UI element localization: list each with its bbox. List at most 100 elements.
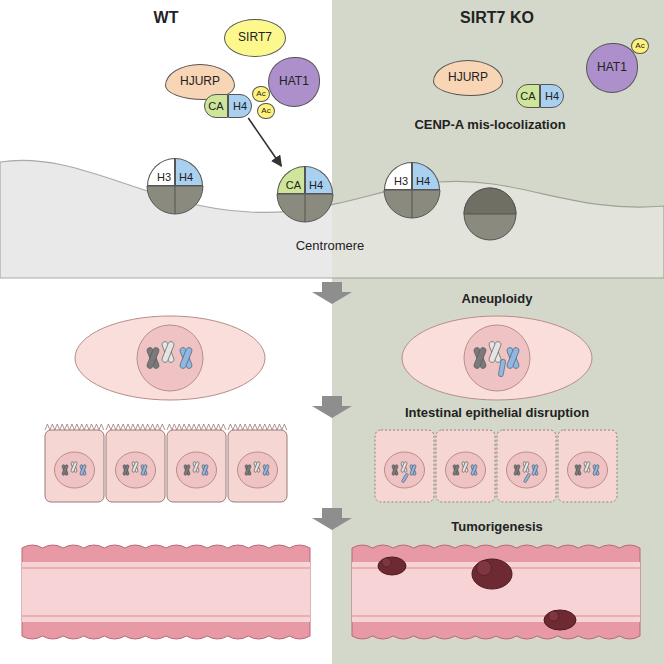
chromosome-arm	[401, 461, 408, 472]
chromatin-band	[0, 160, 332, 278]
nucleosome-core	[464, 188, 516, 240]
intestine-lumen	[22, 562, 310, 622]
flow-arrows	[312, 282, 352, 530]
chromosome-arm	[462, 461, 469, 472]
h4-histone: H4	[540, 84, 564, 108]
nucleus	[238, 452, 278, 488]
nucleosome-core	[277, 194, 333, 222]
chromosome-arm	[584, 461, 591, 472]
epithelial-cell	[436, 430, 495, 502]
chromosome-arm	[263, 464, 270, 475]
chromosome-arm	[161, 341, 175, 364]
phenotype-label: Tumorigenesis	[451, 519, 543, 535]
phenotype-label: Intestinal epithelial disruption	[405, 405, 589, 421]
nucleosome-core	[464, 188, 516, 214]
chromosome-arm	[245, 464, 252, 475]
nucleosome-core	[384, 190, 440, 218]
microvilli	[45, 424, 104, 430]
microvilli	[167, 424, 226, 430]
chromosome-arm	[202, 464, 209, 475]
nucleus	[568, 452, 608, 488]
chromosome-arm	[80, 464, 87, 475]
epithelial-cell	[228, 430, 287, 502]
intestine-wall	[22, 545, 310, 639]
chromosome-arm	[401, 473, 408, 483]
sirt7-protein: SIRT7	[224, 19, 286, 57]
chromosome-arm	[146, 347, 160, 370]
phenotype-label: Aneuploidy	[462, 291, 533, 307]
chromosome-arm	[593, 464, 600, 475]
epithelium	[375, 430, 617, 502]
node-label: H4	[233, 100, 247, 112]
tumor-lobe	[549, 611, 559, 621]
chromosome-arm	[184, 464, 191, 475]
phenotype-label: CENP-A mis-locolization	[414, 117, 565, 133]
nucleus	[177, 452, 217, 488]
nucleus	[116, 452, 156, 488]
mucosa-line	[22, 567, 310, 568]
chromosome-arm	[473, 347, 487, 370]
node-label: CA	[286, 179, 301, 191]
h4-histone: H4	[228, 94, 252, 118]
hjurp-protein: HJURP	[433, 60, 503, 96]
chromosome-arm	[523, 461, 530, 472]
cell	[75, 316, 265, 400]
chromosome-arm	[132, 461, 139, 472]
chromosome-arm	[523, 461, 530, 472]
chromosome-arm	[123, 464, 130, 475]
acetyl-mark: Ac	[257, 103, 274, 119]
down-arrow	[312, 508, 352, 530]
cell-body	[402, 316, 592, 400]
intestine	[22, 545, 310, 639]
mucosa-line	[22, 615, 310, 616]
tumor	[544, 610, 576, 630]
epithelial-cell	[375, 430, 434, 502]
chromosome-arm	[462, 461, 469, 472]
epithelial-cell	[167, 430, 226, 502]
chromosome-arm	[62, 464, 69, 475]
cenpa-histone: CA	[204, 94, 228, 118]
h4-histone: H4	[412, 162, 440, 190]
chromosome-arm	[575, 464, 582, 475]
chromosome-arm	[514, 464, 521, 475]
microvilli	[228, 424, 287, 430]
chromosome-arm	[254, 461, 261, 472]
down-arrow	[312, 282, 352, 304]
ko-panel-background	[332, 0, 664, 664]
node-label: HAT1	[597, 61, 627, 74]
nucleus	[55, 452, 95, 488]
microvilli	[106, 424, 165, 430]
chromosome-arm	[132, 461, 139, 472]
chromosome-arm	[392, 464, 399, 475]
nucleus	[446, 452, 486, 488]
node-label: SIRT7	[238, 31, 272, 44]
nucleosome-divider	[305, 194, 306, 222]
node-label: CA	[520, 90, 535, 102]
node-label: H4	[309, 179, 323, 191]
down-arrow	[312, 396, 352, 418]
chromosome-arm	[506, 347, 520, 370]
nucleus	[137, 325, 203, 391]
chromosome-arm	[184, 464, 191, 475]
node-label: HAT1	[279, 75, 309, 88]
chromosome-arm	[593, 464, 600, 475]
epithelial-cell	[558, 430, 617, 502]
nucleus	[385, 452, 425, 488]
node-label: HJURP	[180, 75, 220, 88]
hat1-protein: HAT1	[268, 57, 320, 107]
node-label: H4	[416, 175, 430, 187]
region-label: Centromere	[296, 238, 365, 254]
h4-histone: H4	[175, 158, 203, 186]
node-label: HJURP	[448, 71, 488, 84]
chromosome-arm	[193, 461, 200, 472]
node-label: Ac	[635, 42, 644, 51]
chromosome-arm	[141, 464, 148, 475]
h3-histone: H3	[147, 158, 175, 186]
mucosa-line	[352, 615, 640, 616]
chromosome-arm	[498, 359, 506, 377]
chromosome-arm	[62, 464, 69, 475]
chromosome-arm	[471, 464, 478, 475]
